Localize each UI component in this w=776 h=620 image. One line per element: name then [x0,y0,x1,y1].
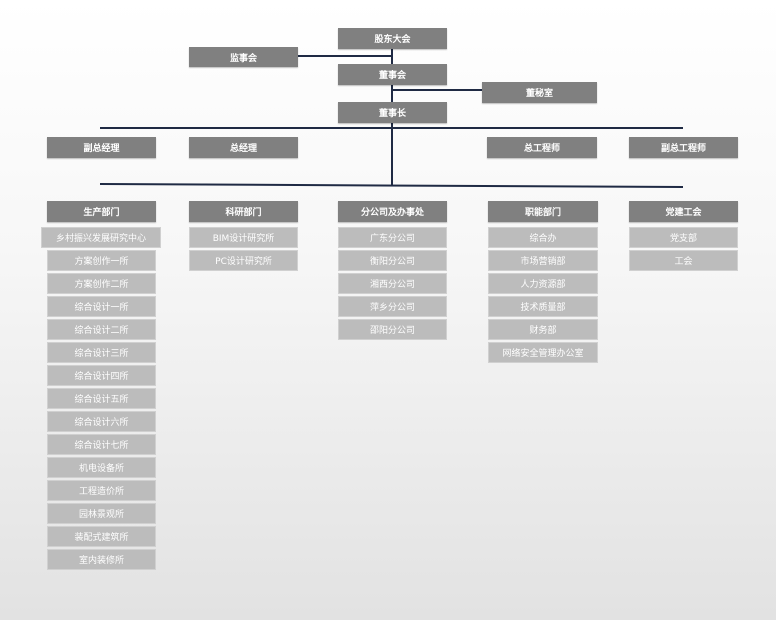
department-item-label: 方案创作二所 [74,280,129,290]
chairman-label: 董事长 [378,109,406,119]
department-header[interactable]: 分公司及办事处 [338,201,447,222]
department-item-label: 乡村振兴发展研究中心 [55,234,146,244]
department-item[interactable]: 萍乡分公司 [338,296,447,317]
department-item[interactable]: 综合设计四所 [47,365,156,386]
department-item[interactable]: 财务部 [488,319,598,340]
department-item-label: 广东分公司 [369,234,415,244]
executive-deputy-chief-engineer[interactable]: 副总工程师 [629,137,738,158]
department-item[interactable]: 湘西分公司 [338,273,447,294]
department-item[interactable]: 乡村振兴发展研究中心 [41,227,161,248]
department-item-label: 工会 [674,257,693,267]
department-item[interactable]: 网络安全管理办公室 [488,342,598,363]
department-item[interactable]: 邵阳分公司 [338,319,447,340]
board-label: 董事会 [378,71,406,81]
department-bar [99,183,684,188]
department-item[interactable]: 综合设计五所 [47,388,156,409]
board-office-label: 董秘室 [525,89,553,99]
department-item[interactable]: 工程造价所 [47,480,156,501]
department-header-label: 生产部门 [83,208,120,218]
department-item-label: 湘西分公司 [369,280,415,290]
department-item[interactable]: 装配式建筑所 [47,526,156,547]
department-item[interactable]: 室内装修所 [47,549,156,570]
department-item-label: 方案创作一所 [74,257,129,267]
department-item-label: 综合设计六所 [74,418,129,428]
department-item-label: 萍乡分公司 [369,303,415,313]
department-item-label: 综合设计三所 [74,349,129,359]
department-item[interactable]: 综合设计六所 [47,411,156,432]
department-item-label: 邵阳分公司 [369,326,415,336]
department-item-label: 园林景观所 [78,510,124,520]
executive-label: 总经理 [229,144,257,154]
department-item[interactable]: 综合设计三所 [47,342,156,363]
department-item-label: 综合设计四所 [74,372,129,382]
department-item-label: BIM设计研究所 [212,234,275,244]
department-item[interactable]: 技术质量部 [488,296,598,317]
department-item[interactable]: 方案创作二所 [47,273,156,294]
department-header-label: 科研部门 [225,208,262,218]
department-item-label: PC设计研究所 [215,257,272,267]
department-header-label: 党建工会 [665,208,702,218]
board-office-box[interactable]: 董秘室 [482,82,597,103]
department-item-label: 综合办 [529,234,557,244]
board-box[interactable]: 董事会 [338,64,447,85]
department-item-label: 工程造价所 [78,487,124,497]
department-item-label: 装配式建筑所 [74,533,129,543]
department-item[interactable]: 工会 [629,250,738,271]
department-header[interactable]: 生产部门 [47,201,156,222]
department-item[interactable]: 方案创作一所 [47,250,156,271]
department-item[interactable]: 人力资源部 [488,273,598,294]
supervisory-board-box[interactable]: 监事会 [189,47,298,67]
department-item-label: 技术质量部 [520,303,566,313]
executive-chief-engineer[interactable]: 总工程师 [487,137,597,158]
department-header-label: 分公司及办事处 [360,208,424,218]
supervisory-board-label: 监事会 [229,53,257,64]
department-item[interactable]: 综合设计七所 [47,434,156,455]
department-item[interactable]: 机电设备所 [47,457,156,478]
department-item-label: 市场营销部 [520,257,566,267]
department-item-label: 综合设计二所 [74,326,129,336]
executive-label: 总工程师 [523,144,560,154]
executive-vice-gm[interactable]: 副总经理 [47,137,156,158]
department-item[interactable]: PC设计研究所 [189,250,298,271]
department-item-label: 机电设备所 [78,464,124,474]
department-item-label: 综合设计一所 [74,303,129,313]
department-item-label: 室内装修所 [78,556,124,566]
department-item[interactable]: 园林景观所 [47,503,156,524]
department-item-label: 衡阳分公司 [369,257,415,267]
department-item[interactable]: 广东分公司 [338,227,447,248]
executive-gm[interactable]: 总经理 [189,137,298,158]
department-item[interactable]: 党支部 [629,227,738,248]
shareholders-box[interactable]: 股东大会 [338,28,447,49]
department-item[interactable]: 衡阳分公司 [338,250,447,271]
shareholders-label: 股东大会 [374,35,411,45]
department-item-label: 财务部 [529,326,557,336]
department-header[interactable]: 职能部门 [488,201,598,222]
department-item-label: 网络安全管理办公室 [502,349,584,359]
department-header[interactable]: 科研部门 [189,201,298,222]
department-item[interactable]: 综合设计一所 [47,296,156,317]
department-item-label: 综合设计七所 [74,441,129,451]
department-item[interactable]: 综合设计二所 [47,319,156,340]
department-header[interactable]: 党建工会 [629,201,738,222]
executive-label: 副总工程师 [660,144,706,154]
department-item[interactable]: 综合办 [488,227,598,248]
department-item-label: 党支部 [669,234,697,244]
department-item-label: 综合设计五所 [74,395,129,405]
department-item-label: 人力资源部 [520,280,566,290]
department-item[interactable]: BIM设计研究所 [189,227,298,248]
department-header-label: 职能部门 [524,208,561,218]
department-item[interactable]: 市场营销部 [488,250,598,271]
chairman-box[interactable]: 董事长 [338,102,447,123]
executive-label: 副总经理 [83,144,120,154]
